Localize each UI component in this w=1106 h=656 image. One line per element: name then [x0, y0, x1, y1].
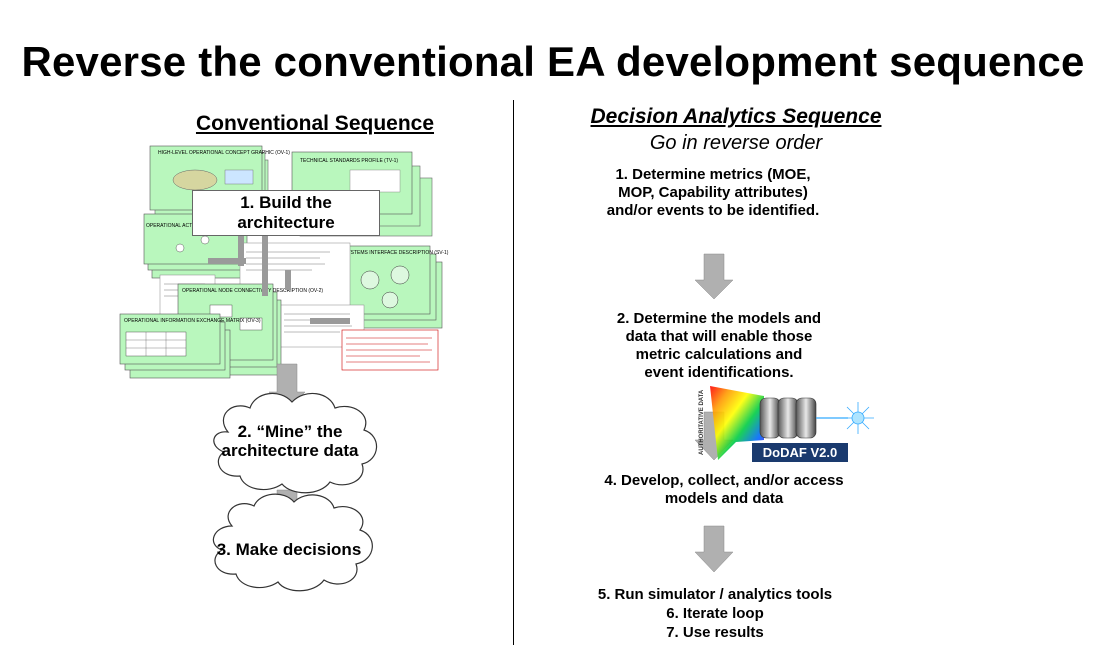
sv1-thumb-title: SYSTEMS INTERFACE DESCRIPTION (SV-1) [344, 250, 449, 256]
red-note-boxes [341, 329, 439, 371]
doc-stack-ov3 [119, 313, 231, 379]
authoritative-data-label: AUTHORITATIVE DATA [699, 389, 705, 455]
tv1-thumb-title: TECHNICAL STANDARDS PROFILE (TV-1) [300, 158, 398, 164]
build-architecture-box: 1. Build the architecture [192, 190, 380, 236]
ov2-thumb-title: OPERATIONAL NODE CONNECTIVITY DESCRIPTIO… [182, 288, 323, 294]
right-step-5: 5. Run simulator / analytics tools [597, 586, 833, 603]
decision-analytics-heading: Decision Analytics Sequence [590, 105, 882, 128]
reverse-order-subheading: Go in reverse order [649, 132, 823, 154]
ov5-thumb-title: OPERATIONAL ACTIVITY [146, 223, 205, 229]
mine-data-label: 2. “Mine” the architecture data [221, 422, 359, 460]
dodaf-label: DoDAF V2.0 [752, 443, 848, 462]
dodaf-graphic [710, 386, 874, 460]
center-divider [513, 100, 514, 645]
right-step-1: 1. Determine metrics (MOE, MOP, Capabili… [606, 166, 820, 219]
right-arrow-3 [694, 525, 734, 573]
ov1-thumb-title: HIGH-LEVEL OPERATIONAL CONCEPT GRAPHIC (… [158, 150, 290, 156]
make-decisions-label: 3. Make decisions [216, 540, 362, 559]
right-step-6: 6. Iterate loop [666, 605, 764, 622]
cloud-decisions [212, 493, 373, 592]
doc-stack-middle-left [143, 213, 248, 279]
doc-stack-right [339, 245, 443, 329]
right-arrow-1 [694, 253, 734, 300]
internal-arrows [208, 236, 350, 324]
right-step-2: 2. Determine the models and data that wi… [616, 310, 822, 381]
right-step-7: 7. Use results [666, 624, 764, 641]
conventional-heading: Conventional Sequence [195, 112, 435, 135]
ov3-thumb-title: OPERATIONAL INFORMATION EXCHANGE MATRIX … [124, 318, 261, 324]
cloud-mine [213, 392, 378, 494]
right-step-4: 4. Develop, collect, and/or access model… [604, 472, 844, 507]
page-title: Reverse the conventional EA development … [21, 38, 1085, 85]
